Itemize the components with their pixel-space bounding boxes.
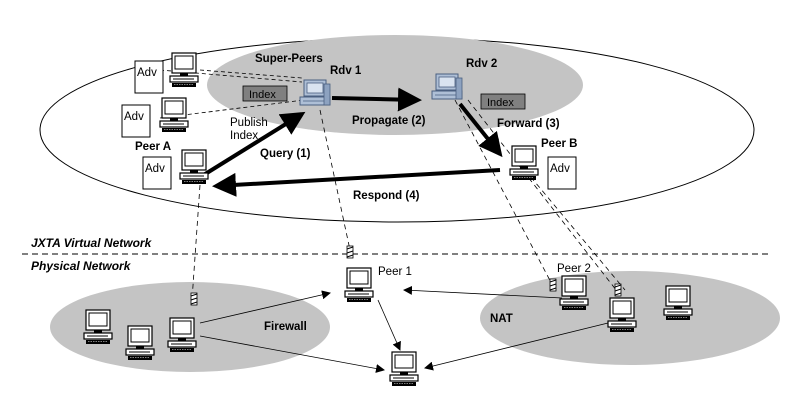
adv-label-3: Adv bbox=[145, 163, 165, 175]
nat-label: NAT bbox=[490, 313, 513, 325]
respond-arrow bbox=[212, 168, 501, 197]
rdv1-server bbox=[299, 79, 331, 106]
index-label-2: Index bbox=[487, 97, 514, 109]
target-computer bbox=[389, 351, 419, 387]
peer2-label: Peer 2 bbox=[557, 263, 591, 275]
peer-a-label: Peer A bbox=[135, 141, 171, 153]
peer-b-label: Peer B bbox=[541, 138, 577, 150]
rdv2-label: Rdv 2 bbox=[466, 58, 497, 70]
propagate-label: Propagate (2) bbox=[352, 115, 426, 127]
super-peers-group bbox=[207, 35, 583, 135]
peer2-computer bbox=[559, 275, 589, 311]
adv-label-4: Adv bbox=[550, 163, 570, 175]
fw-computer-2 bbox=[125, 325, 155, 361]
nat-computer-1 bbox=[607, 297, 637, 333]
index-box-2 bbox=[480, 93, 526, 110]
peer-a-computer bbox=[179, 149, 209, 185]
forward-label: Forward (3) bbox=[497, 118, 560, 130]
adv-label-2: Adv bbox=[124, 111, 144, 123]
jxta-network-label: JXTA Virtual Network bbox=[31, 236, 153, 250]
peer-b-computer bbox=[509, 145, 539, 181]
rdv2-server bbox=[431, 73, 463, 100]
nat-computer-2 bbox=[663, 285, 693, 321]
respond-label: Respond (4) bbox=[353, 190, 420, 202]
index-box-1 bbox=[242, 85, 288, 102]
query-label: Query (1) bbox=[260, 148, 311, 160]
index-label-1: Index bbox=[249, 89, 276, 101]
forward-arrow bbox=[458, 102, 503, 158]
propagate-arrow bbox=[331, 87, 422, 112]
peer1-label: Peer 1 bbox=[378, 266, 412, 278]
physical-network-label: Physical Network bbox=[31, 259, 132, 273]
peer1-computer bbox=[344, 267, 374, 303]
peer-computer-2 bbox=[159, 97, 189, 133]
adv-label-1: Adv bbox=[137, 67, 157, 79]
rdv1-label: Rdv 1 bbox=[330, 65, 362, 77]
peer-computer-1 bbox=[169, 52, 199, 88]
fw-computer-3 bbox=[167, 317, 197, 353]
fw-computer-1 bbox=[83, 309, 113, 345]
publish-label: Publish bbox=[230, 117, 268, 129]
query-arrow bbox=[200, 111, 306, 178]
firewall-label: Firewall bbox=[264, 321, 307, 333]
super-peers-label: Super-Peers bbox=[255, 53, 323, 65]
publish-index-label: Index bbox=[230, 130, 258, 142]
